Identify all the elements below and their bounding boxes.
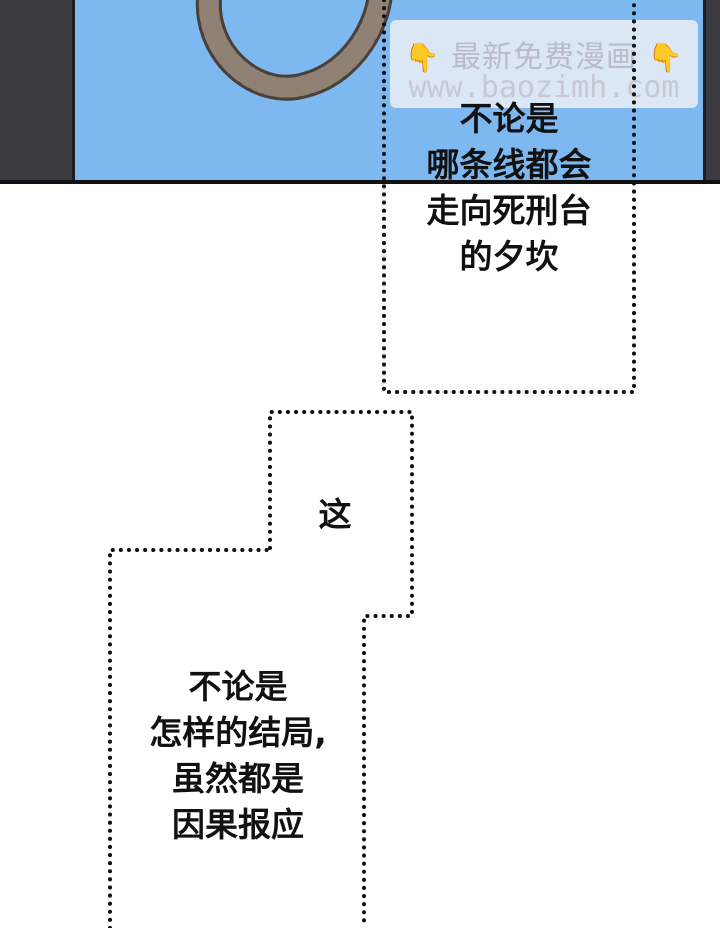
pointing-down-icon: 👇 [404,41,441,74]
bubble1-outline [382,0,636,394]
pointing-down-icon: 👇 [647,41,684,74]
watermark: 👇 最新免费漫画 👇 www.baozimh.com [390,20,698,108]
speech-bubble-2: 这 [318,495,352,534]
speech-bubble-3: 不论是 怎样的结局, 虽然都是 因果报应 [149,667,327,844]
bubble2-outline [268,410,414,928]
watermark-title: 👇 最新免费漫画 👇 [404,40,684,75]
rope-loop-icon [195,0,393,101]
bubble3-outline [108,548,272,928]
panel-border [0,180,720,184]
speech-bubble-1: 不论是 哪条线都会 走向死刑台 的夕坎 [426,99,592,276]
